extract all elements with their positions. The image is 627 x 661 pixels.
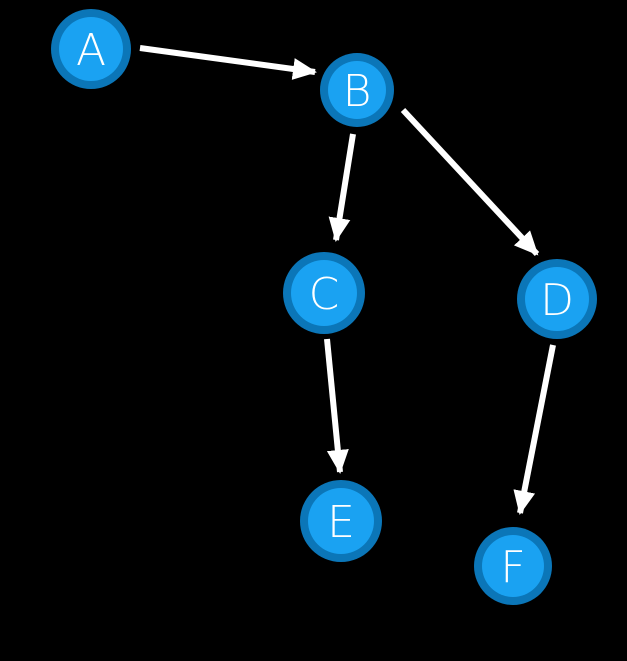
node-E-fill (308, 488, 374, 554)
node-F-fill (482, 535, 544, 597)
node-D[interactable]: D (517, 259, 597, 339)
nodes-layer: A B C D E F (51, 9, 597, 605)
node-E[interactable]: E (300, 480, 382, 562)
node-E-label: E (327, 497, 355, 548)
edge-C-E (324, 338, 349, 474)
node-C[interactable]: C (283, 252, 365, 334)
node-A[interactable]: A (51, 9, 131, 89)
edges-layer (139, 45, 556, 515)
node-D-label: D (540, 275, 574, 326)
node-C-fill (291, 260, 357, 326)
node-F-label: F (500, 542, 525, 593)
node-A-label: A (76, 25, 106, 76)
node-A-fill (59, 17, 123, 81)
node-B[interactable]: B (320, 53, 394, 127)
node-B-fill (328, 61, 386, 119)
node-D-fill (525, 267, 589, 331)
node-C-label: C (309, 269, 340, 320)
edge-B-C (328, 133, 356, 242)
node-B-label: B (343, 66, 372, 117)
edge-A-B (139, 45, 317, 80)
edge-D-F (513, 344, 556, 515)
edge-B-D (400, 107, 540, 257)
node-F[interactable]: F (474, 527, 552, 605)
